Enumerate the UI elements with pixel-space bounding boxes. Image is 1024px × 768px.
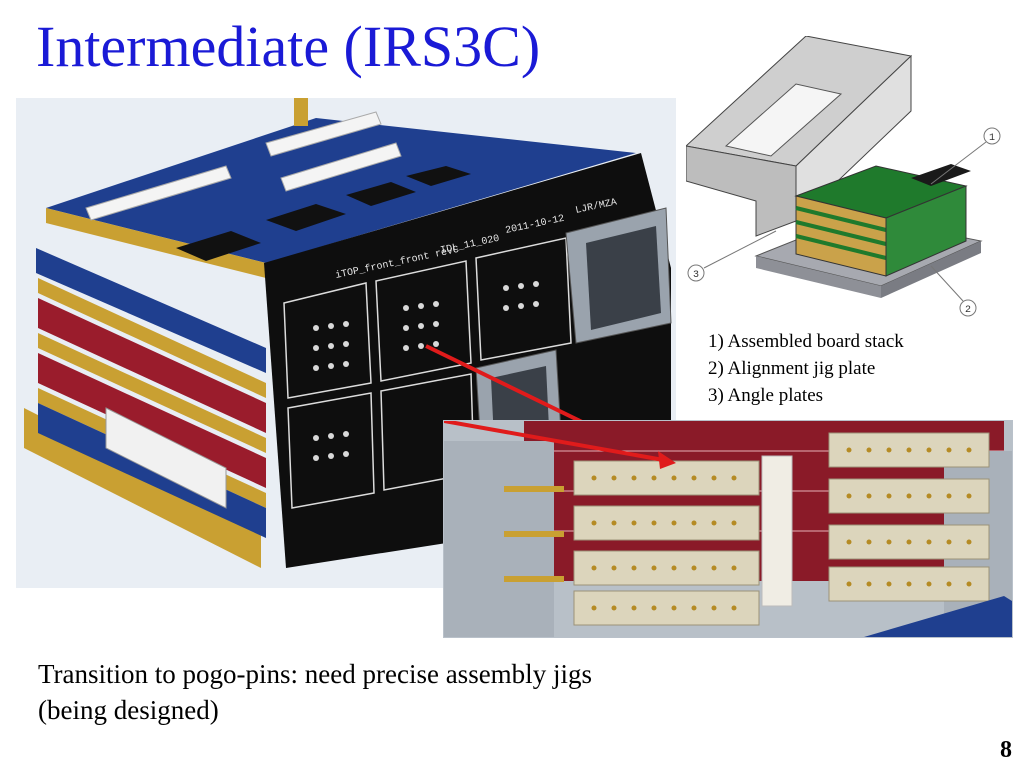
page-title: Intermediate (IRS3C) <box>36 14 541 79</box>
callout-3: 3 <box>693 270 699 281</box>
pogo-pin-illustration <box>444 421 1012 637</box>
slide-caption: Transition to pogo-pins: need precise as… <box>38 656 592 728</box>
jig-cad-illustration: 1 2 3 <box>686 36 1001 317</box>
callout-1: 1 <box>989 133 995 144</box>
pogo-pin-closeup-photo <box>443 420 1013 638</box>
board-stack-photo: iTOP_front_front revC IDL_11_020 2011-10… <box>16 98 676 588</box>
legend-item: 2) Alignment jig plate <box>708 358 876 379</box>
callout-2: 2 <box>965 305 971 316</box>
legend-item: 3) Angle plates <box>708 385 824 406</box>
caption-line: Transition to pogo-pins: need precise as… <box>38 659 592 689</box>
caption-line: (being designed) <box>38 695 219 725</box>
cad-legend: 1) Assembled board stack 2) Alignment ji… <box>708 328 904 409</box>
page-number: 8 <box>1000 737 1012 763</box>
board-stack-illustration: iTOP_front_front revC IDL_11_020 2011-10… <box>24 98 672 568</box>
legend-item: 1) Assembled board stack <box>708 331 904 352</box>
cad-jig-drawing: 1 2 3 <box>686 36 1010 326</box>
